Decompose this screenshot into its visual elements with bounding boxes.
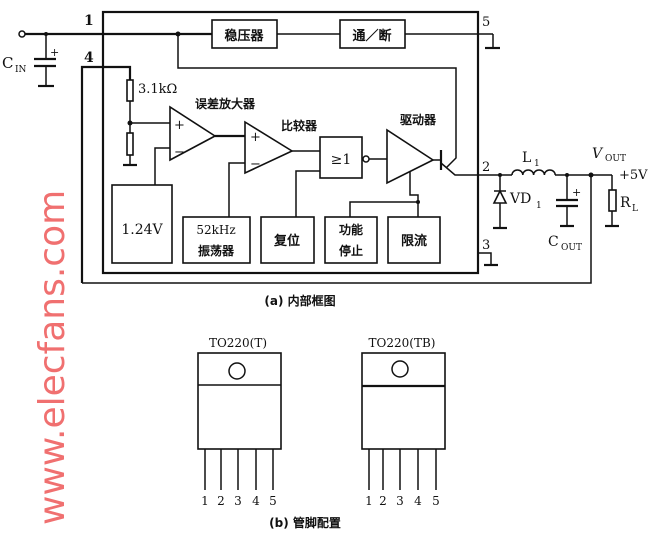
pin-1-label: 1	[84, 13, 94, 29]
vout-label: V	[592, 146, 604, 162]
svg-text:3: 3	[234, 494, 242, 508]
error-amp-label: 误差放大器	[195, 96, 256, 111]
svg-text:5: 5	[432, 494, 440, 508]
svg-text:1: 1	[536, 201, 542, 211]
svg-text:1: 1	[534, 159, 540, 169]
comparator-label: 比较器	[281, 118, 318, 133]
resistor-upper	[126, 79, 134, 102]
shutdown-block	[324, 216, 378, 264]
diode: VD 1	[492, 175, 542, 230]
package-to220-t: TO220(T) 1 2 3 4 5	[197, 336, 282, 508]
or-gate-label: ≥1	[331, 152, 352, 168]
inductor: L 1	[511, 150, 556, 176]
pin-3-label: 3	[482, 238, 490, 253]
watermark: www.elecfans.com	[32, 190, 73, 525]
svg-text:1: 1	[365, 494, 373, 508]
input-capacitor: + C IN	[2, 34, 59, 88]
reset-block	[260, 216, 315, 264]
current-limit-block	[387, 216, 441, 264]
svg-text:+: +	[174, 118, 185, 133]
regulator-label: 稳压器	[224, 28, 264, 44]
load-resistor: R L	[605, 175, 638, 228]
svg-text:L: L	[632, 204, 638, 214]
svg-text:TO220(TB): TO220(TB)	[369, 336, 436, 350]
output-capacitor: + C OUT	[548, 175, 582, 253]
oscillator-freq: 52kHz	[196, 223, 235, 237]
svg-text:R: R	[620, 195, 631, 211]
pin-2-label: 2	[482, 160, 490, 175]
current-limit-label: 限流	[401, 233, 427, 249]
reference-label: 1.24V	[121, 222, 163, 238]
comparator	[244, 120, 294, 175]
oscillator-label: 振荡器	[198, 243, 235, 258]
driver-label: 驱动器	[400, 113, 437, 127]
caption-b: (b) 管脚配置	[269, 515, 341, 530]
svg-text:1: 1	[201, 494, 209, 508]
svg-text:4: 4	[414, 494, 422, 508]
svg-text:4: 4	[252, 494, 260, 508]
ic-outline	[101, 10, 480, 275]
svg-text:OUT: OUT	[605, 154, 626, 164]
pin-5-label: 5	[482, 15, 490, 30]
svg-text:C: C	[548, 234, 559, 250]
input-terminal	[18, 30, 26, 38]
reference-block	[111, 184, 173, 264]
svg-text:C: C	[2, 54, 13, 72]
svg-text:OUT: OUT	[561, 243, 582, 253]
resistor-lower	[126, 132, 134, 156]
driver	[386, 128, 435, 185]
svg-text:2: 2	[217, 494, 225, 508]
svg-text:IN: IN	[15, 65, 27, 75]
or-gate	[319, 136, 363, 179]
package-to220-tb: TO220(TB) 1 2 3 4 5	[361, 336, 446, 508]
svg-text:L: L	[522, 150, 531, 166]
on-off-block	[339, 19, 406, 49]
vout-value: +5V	[619, 168, 648, 183]
shutdown-label-2: 停止	[339, 243, 363, 258]
svg-text:−: −	[174, 145, 185, 160]
svg-text:5: 5	[269, 494, 277, 508]
caption-a: (a) 内部框图	[264, 293, 335, 308]
reset-label: 复位	[273, 233, 300, 249]
svg-text:−: −	[250, 157, 261, 172]
svg-text:+: +	[250, 130, 261, 145]
error-amplifier	[169, 105, 217, 162]
svg-text:+: +	[50, 46, 59, 59]
pin-4-label: 4	[84, 50, 94, 66]
svg-text:2: 2	[379, 494, 387, 508]
svg-text:+: +	[572, 186, 581, 199]
svg-text:3: 3	[396, 494, 404, 508]
oscillator-block	[182, 216, 251, 264]
resistor-value: 3.1kΩ	[138, 82, 177, 97]
shutdown-label-1: 功能	[339, 222, 363, 237]
on-off-label: 通／断	[352, 28, 391, 44]
svg-text:VD: VD	[509, 191, 531, 207]
regulator-block	[211, 19, 278, 49]
svg-text:TO220(T): TO220(T)	[209, 336, 267, 350]
